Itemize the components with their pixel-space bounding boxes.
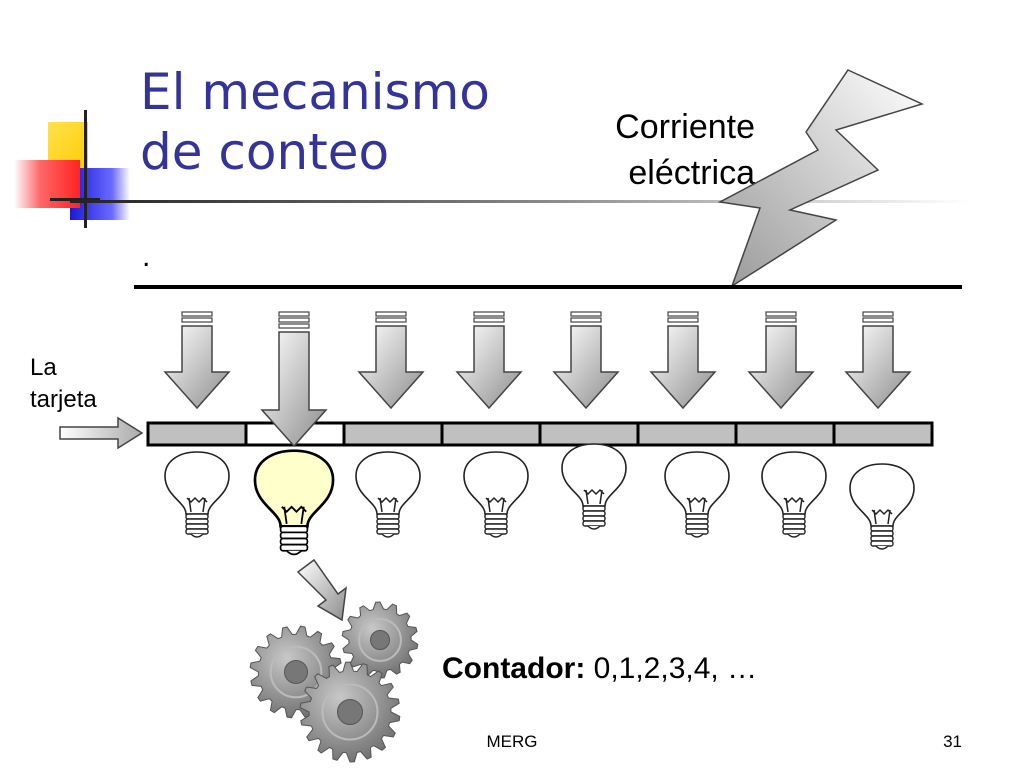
card-label-line-1: La (30, 354, 57, 381)
to-counter-arrow-icon (296, 558, 347, 622)
card-cell (146, 421, 248, 447)
punched-card (146, 421, 934, 447)
card-cell (538, 421, 640, 447)
card-cell (342, 421, 444, 447)
gear-icon (299, 661, 401, 763)
electric-current-label: Corriente eléctrica (560, 104, 755, 196)
page-number: 31 (943, 732, 962, 751)
current-line-1: Corriente (615, 108, 755, 146)
decor-logo (10, 110, 140, 230)
gears-icon (249, 601, 419, 763)
counter-label: Contador: (442, 652, 586, 685)
bulb-icon (761, 451, 827, 538)
counter-text: Contador: 0,1,2,3,4, … (442, 652, 757, 686)
pin-arrow-icon (357, 311, 425, 410)
card-cell (636, 421, 738, 447)
card-cell (832, 421, 934, 447)
pin-arrow-icon (455, 311, 523, 410)
decor-vline (84, 110, 87, 228)
card-cell (440, 421, 542, 447)
pin-arrow-icon (844, 311, 912, 410)
pin-arrow-icon (260, 311, 328, 448)
gear-icon (341, 601, 419, 679)
card-cell (734, 421, 836, 447)
counter-value: 0,1,2,3,4, … (585, 652, 758, 685)
dot-marker: . (142, 240, 151, 273)
bulb-icon (561, 443, 627, 530)
card-entry-arrow-icon (59, 416, 144, 450)
card-label-line-2: tarjeta (30, 386, 97, 413)
title-underline (70, 200, 970, 203)
bulb-icon (164, 451, 230, 538)
pin-arrows (163, 311, 912, 448)
title-line-2: de conteo (140, 123, 390, 181)
bulb-icon (463, 451, 529, 538)
light-bulbs (164, 443, 915, 556)
card-label: La tarjeta (30, 352, 97, 416)
pin-arrow-icon (747, 311, 815, 410)
footer-text: MERG (486, 732, 538, 751)
lit-bulb-icon (253, 449, 335, 556)
pin-arrow-icon (649, 311, 717, 410)
bulb-icon (355, 451, 421, 538)
lightning-bolt-icon (717, 69, 925, 288)
bulb-icon (849, 463, 915, 550)
slide-title: El mecanismo de conteo (140, 62, 490, 182)
pin-arrow-icon (163, 311, 231, 410)
pin-arrow-icon (552, 311, 620, 410)
title-line-1: El mecanismo (140, 63, 490, 121)
decor-hline (50, 198, 100, 201)
decor-blue-square (70, 168, 130, 220)
bulb-icon (664, 451, 730, 538)
current-line-2: eléctrica (628, 154, 755, 192)
